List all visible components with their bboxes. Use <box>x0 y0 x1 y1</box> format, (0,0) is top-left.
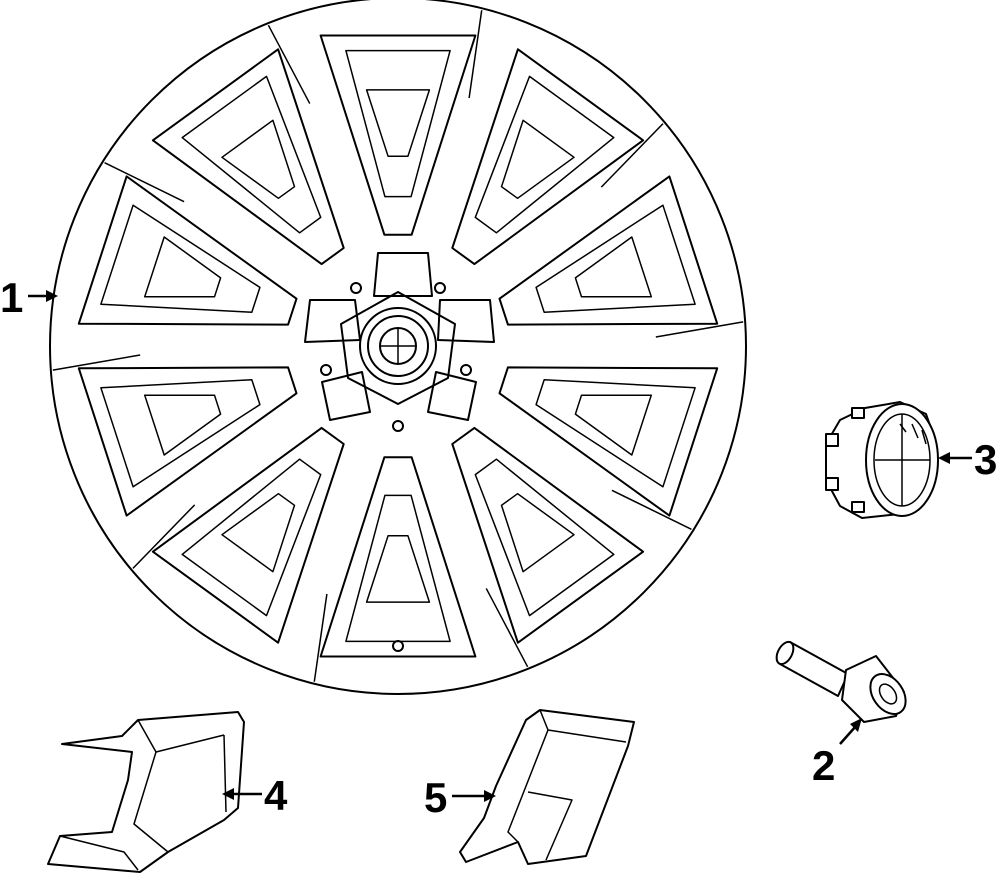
rim-segment-line <box>104 161 185 203</box>
spoke-window <box>474 458 615 617</box>
callout-arrow-2 <box>839 718 862 745</box>
spoke-window <box>221 492 296 573</box>
rim-segment-line <box>611 489 692 531</box>
spoke-window <box>143 236 222 298</box>
spoke-window <box>143 394 222 456</box>
wheel-hub <box>304 252 495 652</box>
callout-arrow-3 <box>938 452 972 464</box>
callout-label-3: 3 <box>974 436 997 483</box>
rim-segment-line <box>132 504 196 569</box>
spoke-window <box>151 426 345 644</box>
spoke-window <box>498 366 719 517</box>
spoke-window <box>535 204 696 314</box>
trim-insert-part-5[interactable] <box>459 709 635 865</box>
rim-segment-line <box>52 354 141 371</box>
spoke-window <box>365 89 431 158</box>
spoke-window <box>474 75 615 234</box>
spoke-window <box>574 236 653 298</box>
spoke-window <box>498 175 719 326</box>
rim-segment-line <box>267 24 311 104</box>
rim-segment-line <box>600 123 664 188</box>
spoke-window <box>77 366 298 517</box>
callout-label-4: 4 <box>264 772 288 819</box>
spoke-window <box>451 48 645 266</box>
wheel-part-1[interactable] <box>49 0 747 695</box>
spoke-window <box>100 378 261 488</box>
rim-segment-line <box>485 588 529 668</box>
spoke-window <box>221 119 296 200</box>
spoke-window <box>77 175 298 326</box>
rim-segment-line <box>655 321 744 338</box>
callout-arrow-4 <box>222 788 262 800</box>
callout-label-5: 5 <box>424 774 447 821</box>
spoke-window <box>100 204 261 314</box>
wheel-spokes <box>77 34 719 658</box>
spoke-window <box>319 456 477 658</box>
spoke-window <box>365 534 431 603</box>
wheel-rim-segments <box>52 10 744 682</box>
spoke-window <box>500 119 575 200</box>
spoke-window <box>535 378 696 488</box>
spoke-window <box>451 426 645 644</box>
trim-insert-part-4[interactable] <box>47 711 245 873</box>
callout-label-1: 1 <box>0 274 23 321</box>
wheel-bolt-part-2[interactable] <box>773 639 913 723</box>
spoke-window <box>181 458 322 617</box>
rim-segment-line <box>313 593 328 682</box>
center-cap-part-3[interactable] <box>825 401 939 519</box>
callout-label-2: 2 <box>812 742 835 789</box>
spoke-window <box>574 394 653 456</box>
spoke-window <box>345 494 451 643</box>
spoke-window <box>500 492 575 573</box>
spoke-window <box>181 75 322 234</box>
spoke-window <box>151 48 345 266</box>
callout-arrow-5 <box>452 790 496 802</box>
spoke-window <box>345 49 451 198</box>
callout-arrow-1 <box>28 290 58 302</box>
spoke-window <box>319 34 477 236</box>
rim-segment-line <box>468 10 483 99</box>
